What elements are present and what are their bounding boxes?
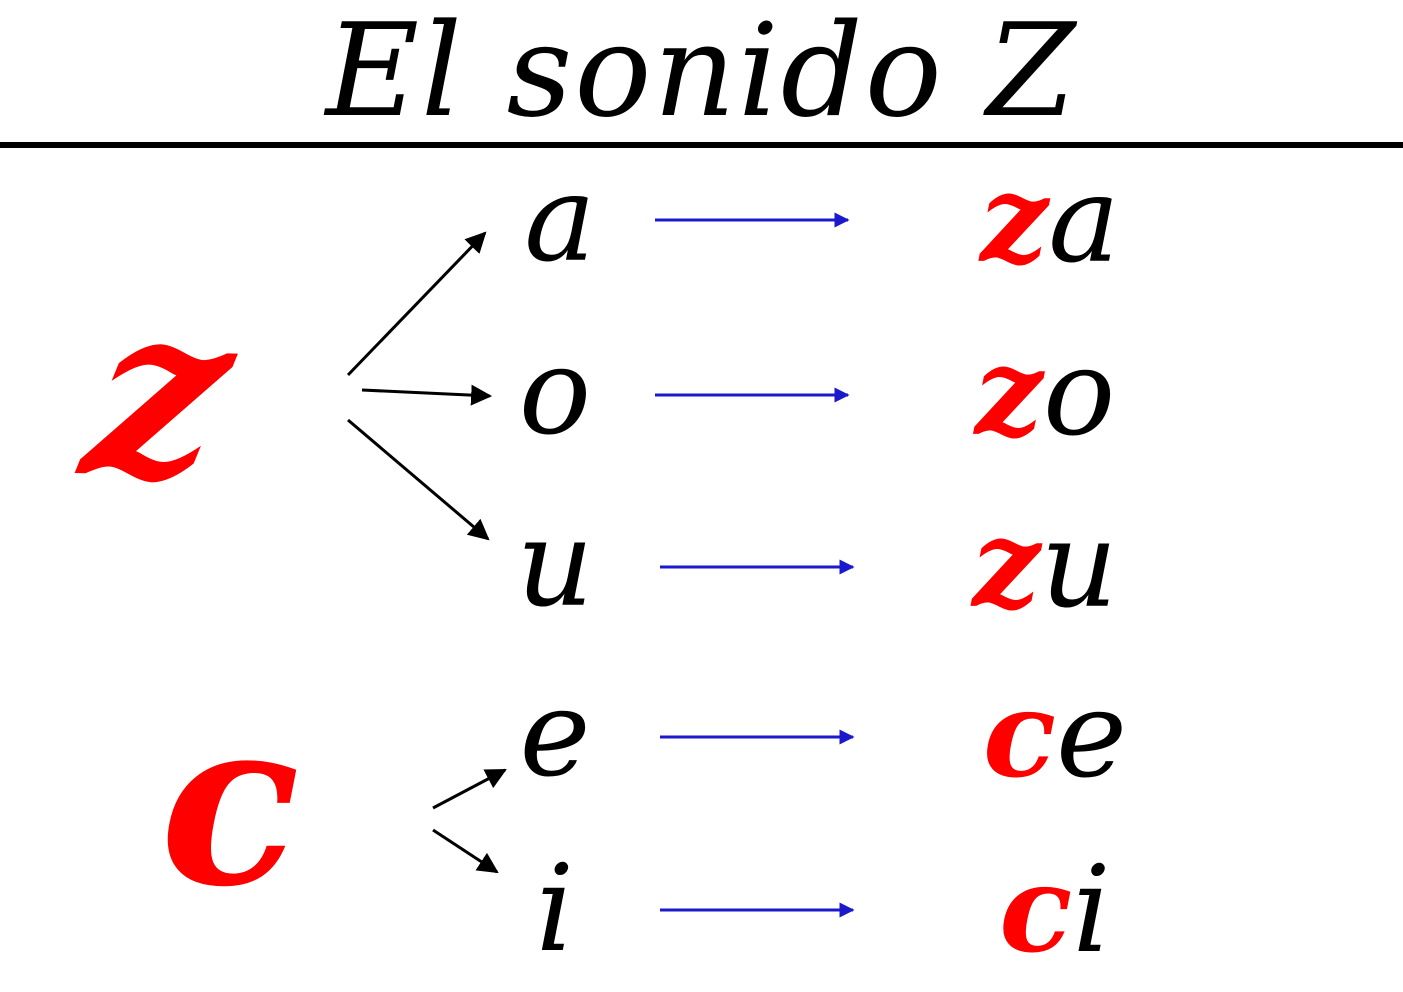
arrow-icon	[432, 828, 499, 874]
page-title: El sonido Z	[325, 0, 1078, 146]
syllable-vowel: a	[1048, 151, 1120, 290]
vowel-u: u	[516, 495, 594, 634]
syllable-vowel: u	[1040, 496, 1118, 635]
syllable-za: za	[930, 155, 1170, 286]
arrow-icon	[432, 768, 507, 810]
syllable-zo: zo	[925, 328, 1165, 459]
syllable-zu: zu	[925, 500, 1165, 631]
big-letter-c: c	[160, 668, 301, 938]
syllable-consonant: z	[980, 149, 1049, 290]
syllable-vowel: e	[1056, 666, 1128, 805]
vowel-o: o	[518, 323, 592, 462]
arrow-icon	[361, 384, 493, 406]
arrow-icon	[346, 231, 487, 377]
syllable-vowel: i	[1072, 841, 1111, 980]
syllable-ce: ce	[935, 670, 1175, 801]
vowel-e: e	[519, 665, 591, 804]
syllable-consonant: z	[972, 494, 1041, 635]
vowel-a: a	[524, 150, 596, 289]
syllable-ci: ci	[935, 845, 1175, 976]
syllable-consonant: c	[982, 664, 1057, 805]
syllable-consonant: z	[974, 322, 1043, 463]
syllable-consonant: c	[999, 839, 1073, 980]
title-divider	[0, 142, 1403, 148]
syllable-vowel: o	[1042, 324, 1116, 463]
vowel-i: i	[535, 840, 575, 979]
arrow-icon	[347, 418, 490, 541]
